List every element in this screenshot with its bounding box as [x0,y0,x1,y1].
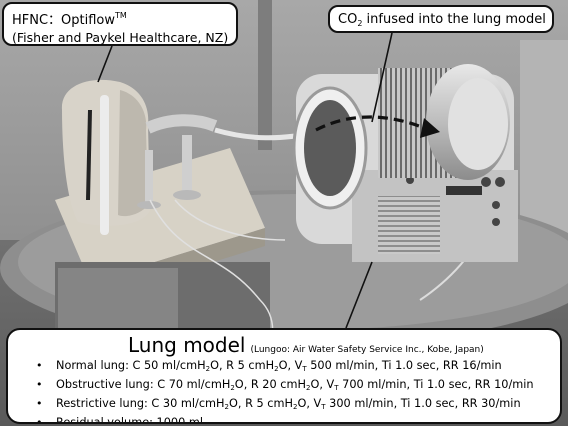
setting-text: O, V [297,397,322,410]
setting-text: Restrictive lung: C 30 ml/cmH [56,397,225,410]
lung-model-subtitle: (Lungoo: Air Water Safety Service Inc., … [250,345,484,355]
hfnc-callout: HFNC：OptiflowTM (Fisher and Paykel Healt… [2,2,238,46]
headstrap [86,109,92,201]
knob-4 [492,201,500,209]
stand-foot-2 [137,201,161,209]
subscript: 2 [306,384,311,392]
device-vent [378,196,440,254]
lung-settings-list: Normal lung: C 50 ml/cmH2O, R 5 cmH2O, V… [24,358,550,422]
stand-1 [182,135,192,195]
co2-callout: CO2 infused into the lung model [328,5,554,33]
setting-text: 500 ml/min, Ti 1.0 sec, RR 16/min [306,359,502,372]
drum-window [304,100,356,196]
drum-end-inner [448,78,508,170]
knob-5 [492,218,500,226]
subscript: T [334,384,339,392]
mannequin-shade [118,90,148,217]
co2-label-post: infused into the lung model [362,12,546,27]
subscript: 2 [205,365,211,373]
subscript: T [302,365,307,373]
support-block-front [58,268,178,328]
co2-arrowhead [420,118,440,138]
setting-text: 300 ml/min, Ti 1.0 sec, RR 30/min [325,397,521,410]
stand-2 [145,150,153,205]
trademark-mark: TM [115,11,127,20]
list-item-normal-lung: Normal lung: C 50 ml/cmH2O, R 5 cmH2O, V… [36,358,550,377]
subscript: 2 [293,403,298,411]
co2-label-pre: CO [338,12,358,27]
device-display [446,186,482,195]
lung-model-heading: Lung model (Lungoo: Air Water Safety Serv… [24,332,550,358]
setting-text: O, V [310,378,335,391]
stand-foot-1 [173,190,201,200]
setting-text: Obstructive lung: C 70 ml/cmH [56,378,231,391]
list-item-obstructive-lung: Obstructive lung: C 70 ml/cmH2O, R 20 cm… [36,377,550,396]
hfnc-line1: HFNC：OptiflowTM [12,7,228,29]
subscript: 2 [274,365,279,373]
setting-text: O, R 20 cmH [234,378,306,391]
setting-text: O, V [278,359,303,372]
setting-text: 700 ml/min, Ti 1.0 sec, RR 10/min [338,378,534,391]
co2-pointer [371,32,393,123]
setting-text: O, R 5 cmH [229,397,294,410]
hfnc-pointer [97,45,113,83]
lung-pointer [345,261,373,329]
knob-2 [481,177,491,187]
co2-subscript: 2 [357,19,363,28]
lung-model-panel: Lung model (Lungoo: Air Water Safety Serv… [6,328,562,424]
list-item-residual-volume: Residual volume: 1000 ml [36,415,550,422]
hfnc-manufacturer: (Fisher and Paykel Healthcare, NZ) [12,30,229,45]
trachea-model [145,114,218,134]
hfnc-device-name: HFNC：Optiflow [12,13,116,28]
setting-text: Normal lung: C 50 ml/cmH [56,359,206,372]
subscript: T [321,403,326,411]
lung-model-title: Lung model [128,333,246,357]
wire-2 [174,199,286,241]
subscript: 2 [230,384,235,392]
knob-3 [495,177,505,187]
setting-text: O, R 5 cmH [210,359,275,372]
wooden-board [55,148,265,282]
co2-arrow-path [315,115,425,132]
list-item-restrictive-lung: Restrictive lung: C 30 ml/cmH2O, R 5 cmH… [36,396,550,415]
door-frame [258,0,272,150]
cannula-tube [100,95,109,235]
subscript: 2 [224,403,229,411]
